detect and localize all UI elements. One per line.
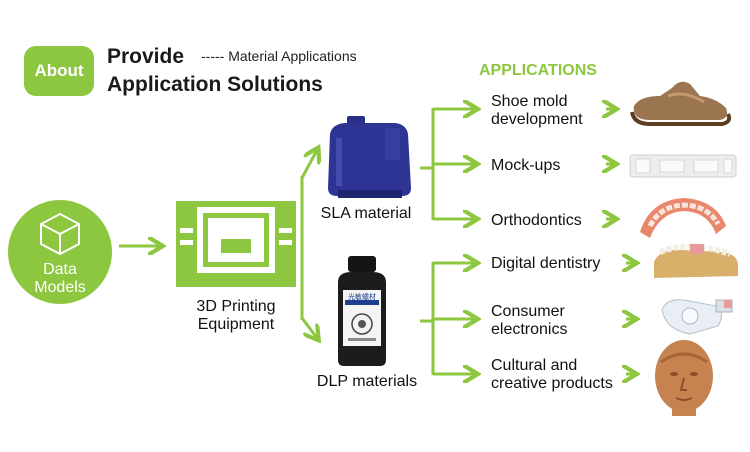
white-part-image (629, 154, 737, 178)
dental-model-image (654, 243, 738, 278)
app-cultural-line1: Cultural and (491, 357, 578, 374)
dlp-branch (420, 262, 475, 375)
page-subtitle: ----- Material Applications (201, 48, 357, 64)
applications-heading: APPLICATIONS (479, 62, 597, 79)
app-shoe-mold-line1: Shoe mold (491, 93, 568, 110)
sla-branch (420, 108, 475, 220)
app-mock-ups: Mock-ups (491, 157, 561, 174)
sla-material-label: SLA material (320, 205, 412, 222)
dlp-materials-label: DLP materials (316, 373, 418, 390)
bottle-label-text: 光敏蠟材 (348, 293, 376, 301)
about-badge: About (24, 46, 94, 96)
equipment-label-line1: 3D Printing (196, 298, 276, 315)
page-title-line1: Provide (107, 45, 185, 68)
material-branch (300, 150, 317, 338)
printer-icon (176, 201, 296, 287)
head-sculpture-image (655, 340, 713, 416)
resin-jug-image (328, 116, 411, 198)
data-models-label-line1: Data (43, 261, 77, 278)
page-title-line2: Application Solutions (107, 73, 323, 96)
app-cultural-line2: creative products (491, 375, 613, 392)
app-shoe-mold-line2: development (491, 111, 583, 128)
shoe-mold-image (630, 81, 732, 126)
app-digital-dentistry: Digital dentistry (491, 255, 601, 272)
app-consumer-line2: electronics (491, 321, 568, 338)
data-models-label-line2: Models (34, 279, 86, 296)
app-image-arrows (606, 109, 634, 374)
resin-bottle-image (338, 256, 386, 366)
app-orthodontics: Orthodontics (491, 212, 582, 229)
clear-parts-image (661, 299, 733, 335)
dental-arch-image (640, 198, 726, 238)
cube-icon (40, 213, 80, 255)
equipment-label-line2: Equipment (197, 316, 275, 333)
data-models-node (8, 200, 112, 304)
app-consumer-line1: Consumer (491, 303, 565, 320)
